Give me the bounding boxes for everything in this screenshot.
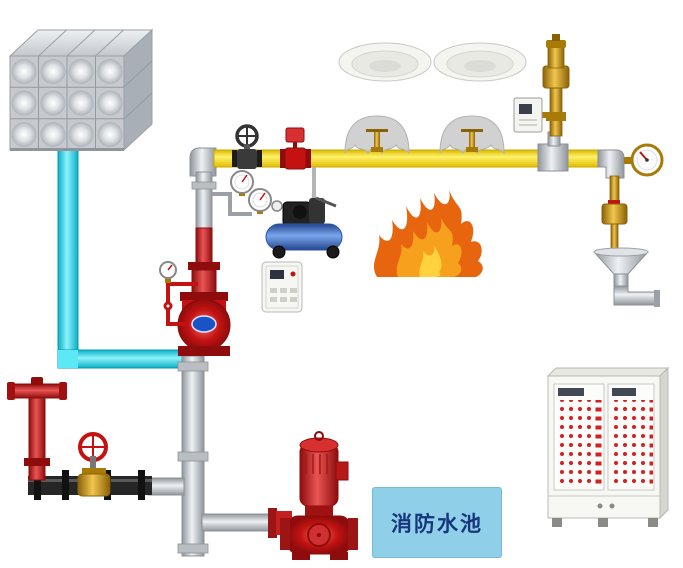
pump-suction-pipe <box>201 508 292 538</box>
wheel-icon <box>326 245 340 259</box>
sprinkler-head-2 <box>439 115 505 155</box>
fire-alarm-control-cabinet <box>546 366 670 527</box>
cyan-supply-pipe <box>57 149 189 369</box>
smoke-detector-1 <box>338 42 432 82</box>
air-compressor <box>265 196 343 259</box>
wheel-icon <box>272 245 286 259</box>
display-window <box>270 270 284 279</box>
pressure-switch <box>513 97 552 133</box>
alarm-check-valve <box>159 147 272 356</box>
fire-reservoir-label: 消防水池 <box>391 511 483 536</box>
end-test-assembly <box>592 143 664 307</box>
fire-pump <box>280 431 358 560</box>
smoke-detector-2 <box>433 42 527 82</box>
pressure-gauge-manifold <box>212 170 272 216</box>
compressor-gauge-icon <box>271 200 283 212</box>
water-tank <box>8 28 154 152</box>
main-riser-pipe <box>177 355 209 557</box>
air-vent-valve <box>542 34 570 137</box>
drain-funnel <box>592 247 660 307</box>
display-window <box>612 388 636 396</box>
display-window <box>519 104 532 114</box>
cabinet-leg <box>598 518 608 527</box>
valve-label-plate <box>191 315 217 333</box>
motor-junction-box <box>335 461 349 481</box>
sprinkler-head-1 <box>344 115 410 155</box>
test-fire-hydrant <box>7 377 67 481</box>
flow-switch <box>280 127 316 201</box>
gate-valve <box>232 124 262 169</box>
alarm-valve-trim <box>159 261 198 326</box>
display-window <box>558 388 584 396</box>
cabinet-leg <box>552 518 562 527</box>
solenoid-control-box <box>261 261 303 313</box>
tank-panel-dimples <box>11 59 123 147</box>
fire-flame <box>373 190 483 277</box>
fire-reservoir: 消防水池 <box>372 487 502 558</box>
air-supply-line <box>312 167 316 201</box>
cabinet-leg <box>648 518 658 527</box>
globe-valve <box>77 432 111 497</box>
end-test-valve <box>601 203 628 225</box>
branch-tee <box>537 131 569 172</box>
